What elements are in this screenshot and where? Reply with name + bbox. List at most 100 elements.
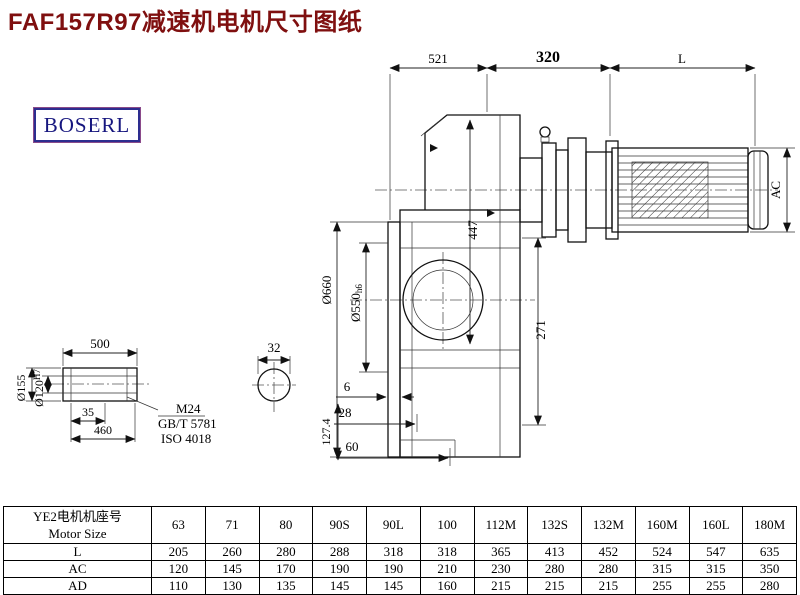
header-line1: YE2电机机座号 bbox=[33, 509, 122, 524]
ac-dimension: AC bbox=[750, 147, 795, 233]
technical-drawing: .out{fill:none;stroke:#111;stroke-width:… bbox=[14, 49, 795, 466]
table-cell: 635 bbox=[742, 543, 797, 561]
dim-120-tol-text: H7 bbox=[32, 369, 42, 380]
dim-6-label: 6 bbox=[344, 379, 351, 394]
table-cell: 315 bbox=[634, 560, 690, 578]
table-cell: 260 bbox=[204, 543, 260, 561]
size-col-header: 80 bbox=[258, 506, 314, 544]
centerlines bbox=[52, 189, 778, 412]
gearbox-outline bbox=[387, 114, 551, 458]
table-cell: 130 bbox=[204, 577, 260, 595]
dim-127-4-label: 127.4 bbox=[319, 419, 333, 446]
table-cell: 280 bbox=[258, 543, 314, 561]
table-cell: 170 bbox=[258, 560, 314, 578]
size-col-header: 160L bbox=[688, 506, 744, 544]
table-cell: 120 bbox=[151, 560, 206, 578]
size-col-header: 160M bbox=[634, 506, 690, 544]
table-header-row: YE2电机机座号 Motor Size 63 71 80 90S 90L 100… bbox=[3, 506, 797, 544]
table-row-AD: AD 110 130 135 145 145 160 215 215 215 2… bbox=[3, 577, 797, 595]
dim-550h6-label: Ø550h6 bbox=[348, 284, 364, 322]
table-cell: 280 bbox=[742, 577, 797, 595]
dim-550-text: Ø550 bbox=[348, 293, 363, 322]
dim-155-label: Ø155 bbox=[14, 375, 28, 402]
table-cell: 145 bbox=[204, 560, 260, 578]
table-cell: 318 bbox=[419, 543, 475, 561]
size-col-header: 90L bbox=[366, 506, 421, 544]
table-cell: 110 bbox=[151, 577, 206, 595]
table-cell: 215 bbox=[581, 577, 636, 595]
table-cell: 524 bbox=[634, 543, 690, 561]
table-cell: 315 bbox=[688, 560, 744, 578]
boserl-logo: BOSERL bbox=[34, 108, 140, 142]
size-col-header: 132M bbox=[581, 506, 636, 544]
motor-stator-hatch bbox=[631, 161, 709, 219]
adapter-outline bbox=[519, 137, 613, 243]
dim-320-label: 320 bbox=[536, 49, 560, 66]
table-cell: 215 bbox=[527, 577, 582, 595]
dim-AC-label: AC bbox=[768, 181, 783, 199]
shaft-detail: 500 35 460 Ø155 Ø120H7 M24 GB/T 5781 ISO… bbox=[14, 336, 217, 446]
table-cell: 547 bbox=[688, 543, 744, 561]
height-dimensions: 447 271 bbox=[465, 119, 548, 426]
table-cell: 145 bbox=[366, 577, 421, 595]
table-cell: 215 bbox=[473, 577, 529, 595]
size-col-header: 90S bbox=[312, 506, 367, 544]
size-col-header: 132S bbox=[527, 506, 582, 544]
dim-28-label: 28 bbox=[339, 405, 352, 420]
table-cell: 452 bbox=[581, 543, 636, 561]
dim-500-label: 500 bbox=[90, 336, 110, 351]
table-row-AC: AC 120 145 170 190 190 210 230 280 280 3… bbox=[3, 560, 797, 578]
table-cell: 190 bbox=[312, 560, 367, 578]
size-col-header: 71 bbox=[204, 506, 260, 544]
page-title: FAF157R97减速机电机尺寸图纸 bbox=[8, 9, 363, 36]
size-table: YE2电机机座号 Motor Size 63 71 80 90S 90L 100… bbox=[3, 506, 797, 595]
dim-120H7-label: Ø120H7 bbox=[32, 369, 46, 407]
table-cell: 135 bbox=[258, 577, 314, 595]
table-cell: 145 bbox=[312, 577, 367, 595]
dim-521-label: 521 bbox=[428, 51, 448, 66]
row-label: AC bbox=[3, 560, 152, 578]
table-cell: 413 bbox=[527, 543, 582, 561]
table-cell: 230 bbox=[473, 560, 529, 578]
table-cell: 365 bbox=[473, 543, 529, 561]
table-cell: 205 bbox=[151, 543, 206, 561]
dim-660-label: Ø660 bbox=[319, 276, 334, 305]
table-row-L: L 205 260 280 288 318 318 365 413 452 52… bbox=[3, 543, 797, 561]
dim-271-label: 271 bbox=[533, 320, 548, 340]
dim-120-text: Ø120 bbox=[32, 380, 46, 407]
thread-M24-label: M24 bbox=[176, 401, 201, 416]
table-cell: 280 bbox=[581, 560, 636, 578]
dim-35-label: 35 bbox=[82, 405, 94, 419]
table-cell: 280 bbox=[527, 560, 582, 578]
table-cell: 255 bbox=[688, 577, 744, 595]
size-col-header: 63 bbox=[151, 506, 206, 544]
size-col-header: 100 bbox=[419, 506, 475, 544]
fan-cover bbox=[747, 150, 769, 230]
table-header-motor-size: YE2电机机座号 Motor Size bbox=[3, 506, 152, 544]
size-col-header: 180M bbox=[742, 506, 797, 544]
row-label: AD bbox=[3, 577, 152, 595]
dim-60-label: 60 bbox=[346, 439, 359, 454]
dim-L-label: L bbox=[678, 51, 686, 66]
table-cell: 255 bbox=[634, 577, 690, 595]
row-label: L bbox=[3, 543, 152, 561]
boserl-logo-text: BOSERL bbox=[43, 112, 131, 137]
dim-447-label: 447 bbox=[465, 220, 480, 240]
dim-460-label: 460 bbox=[94, 423, 112, 437]
table-cell: 288 bbox=[312, 543, 367, 561]
table-cell: 318 bbox=[366, 543, 421, 561]
standard-iso-label: ISO 4018 bbox=[161, 431, 211, 446]
table-cell: 160 bbox=[419, 577, 475, 595]
offset-dimensions: 6 28 60 127.4 bbox=[319, 379, 451, 466]
header-line2: Motor Size bbox=[48, 526, 107, 541]
dim-32-label: 32 bbox=[268, 340, 281, 355]
top-dimensions: 521 320 L bbox=[389, 49, 756, 220]
dim-550-tol-text: h6 bbox=[354, 284, 364, 294]
table-cell: 190 bbox=[366, 560, 421, 578]
standard-gbt-label: GB/T 5781 bbox=[158, 416, 217, 431]
shaft-end-view: 32 bbox=[257, 340, 291, 402]
motor-outline bbox=[605, 140, 769, 240]
size-col-header: 112M bbox=[473, 506, 529, 544]
table-cell: 350 bbox=[742, 560, 797, 578]
table-cell: 210 bbox=[419, 560, 475, 578]
